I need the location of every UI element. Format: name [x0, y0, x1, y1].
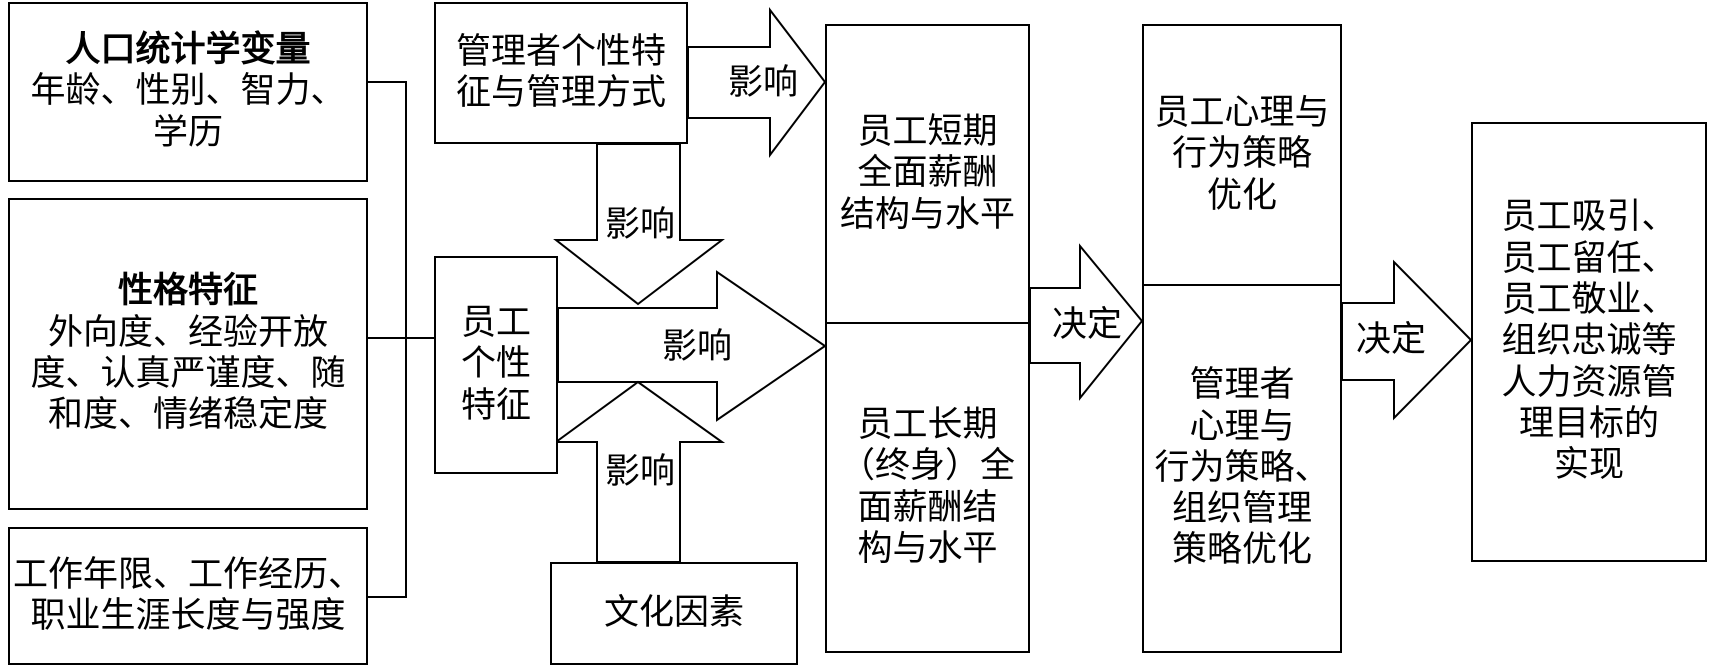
personality-traits-title: 性格特征 [117, 271, 258, 312]
manager-traits-line: 征与管理方式 [455, 73, 666, 113]
manager-traits-line: 管理者个性特 [455, 31, 666, 72]
arrow-strategy-to-outcome [1341, 259, 1473, 421]
arrow-traits-to-compensation [557, 270, 827, 422]
arrow-label-influence-culture-up: 影响 [605, 452, 676, 492]
demographic-variables-title: 人口统计学变量 [65, 30, 311, 71]
personality-traits-line: 度、认真严谨度、随 [30, 354, 346, 394]
employee-traits-line: 个性 [460, 344, 531, 385]
employee-strategy-line: 行为策略 [1171, 134, 1312, 175]
hr-goals-line: 员工敬业、 [1501, 280, 1677, 321]
long-term-compensation-line: 员工长期 [857, 404, 998, 445]
short-term-compensation-line: 员工短期 [857, 112, 998, 153]
demographic-variables-line: 年龄、性别、智力、 [30, 71, 346, 112]
arrow-manager-to-compensation [687, 7, 827, 158]
short-term-compensation-line: 结构与水平 [839, 194, 1015, 235]
arrow-manager-down [553, 143, 725, 306]
demographic-variables-line: 学历 [152, 112, 223, 153]
employee-traits-line: 特征 [460, 385, 531, 426]
employee-traits-box: 员工 个性 特征 [434, 256, 558, 474]
left-bracket-connector [368, 81, 407, 598]
manager-strategy-line: 组织管理 [1171, 489, 1312, 530]
hr-goals-line: 理目标的 [1518, 403, 1659, 444]
work-experience-box: 工作年限、工作经历、 职业生涯长度与强度 [8, 527, 368, 665]
long-term-compensation-line: （终身）全 [839, 446, 1015, 487]
culture-factors-label: 文化因素 [603, 592, 744, 633]
work-experience-line: 工作年限、工作经历、 [12, 554, 363, 595]
hr-goals-line: 人力资源管 [1501, 362, 1677, 403]
manager-strategy-line: 管理者 [1189, 365, 1295, 406]
hr-goals-line: 员工留任、 [1501, 238, 1677, 279]
arrow-culture-up [552, 380, 726, 563]
short-term-compensation-line: 全面薪酬 [857, 153, 998, 194]
arrow-label-influence-manager-to-comp: 影响 [728, 63, 799, 103]
personality-traits-line: 和度、情绪稳定度 [47, 395, 328, 436]
personality-traits-box: 性格特征 外向度、经验开放 度、认真严谨度、随 和度、情绪稳定度 [8, 198, 368, 510]
hr-goals-line: 组织忠诚等 [1501, 321, 1677, 362]
long-term-compensation-line: 构与水平 [857, 528, 998, 569]
long-term-compensation-line: 面薪酬结 [857, 487, 998, 528]
short-term-compensation-box: 员工短期 全面薪酬 结构与水平 [825, 24, 1030, 324]
hr-goals-line: 实现 [1553, 445, 1624, 486]
arrow-label-decide-strategy-to-outcome: 决定 [1356, 320, 1427, 360]
personality-traits-line: 外向度、经验开放 [47, 312, 328, 353]
hr-goals-line: 员工吸引、 [1501, 197, 1677, 238]
manager-strategy-line: 心理与 [1189, 406, 1295, 447]
employee-traits-line: 员工 [460, 303, 531, 344]
manager-strategy-line: 行为策略、 [1154, 447, 1330, 488]
arrow-label-decide-comp-to-strategy: 决定 [1052, 305, 1123, 345]
hr-goals-outcome-box: 员工吸引、 员工留任、 员工敬业、 组织忠诚等 人力资源管 理目标的 实现 [1471, 122, 1707, 562]
arrow-compensation-to-strategy [1029, 243, 1144, 401]
employee-strategy-line: 优化 [1206, 175, 1277, 216]
manager-strategy-line: 策略优化 [1171, 530, 1312, 571]
manager-strategy-box: 管理者 心理与 行为策略、 组织管理 策略优化 [1142, 284, 1342, 653]
long-term-compensation-box: 员工长期 （终身）全 面薪酬结 构与水平 [825, 322, 1030, 653]
arrow-label-influence-manager-down: 影响 [605, 205, 676, 245]
employee-strategy-box: 员工心理与 行为策略 优化 [1142, 24, 1342, 286]
employee-strategy-line: 员工心理与 [1154, 93, 1330, 134]
demographic-variables-box: 人口统计学变量 年龄、性别、智力、 学历 [8, 2, 368, 182]
culture-factors-box: 文化因素 [550, 562, 798, 665]
work-experience-line: 职业生涯长度与强度 [30, 596, 346, 636]
manager-traits-box: 管理者个性特 征与管理方式 [434, 2, 688, 144]
arrow-label-influence-traits-to-comp: 影响 [662, 327, 733, 367]
